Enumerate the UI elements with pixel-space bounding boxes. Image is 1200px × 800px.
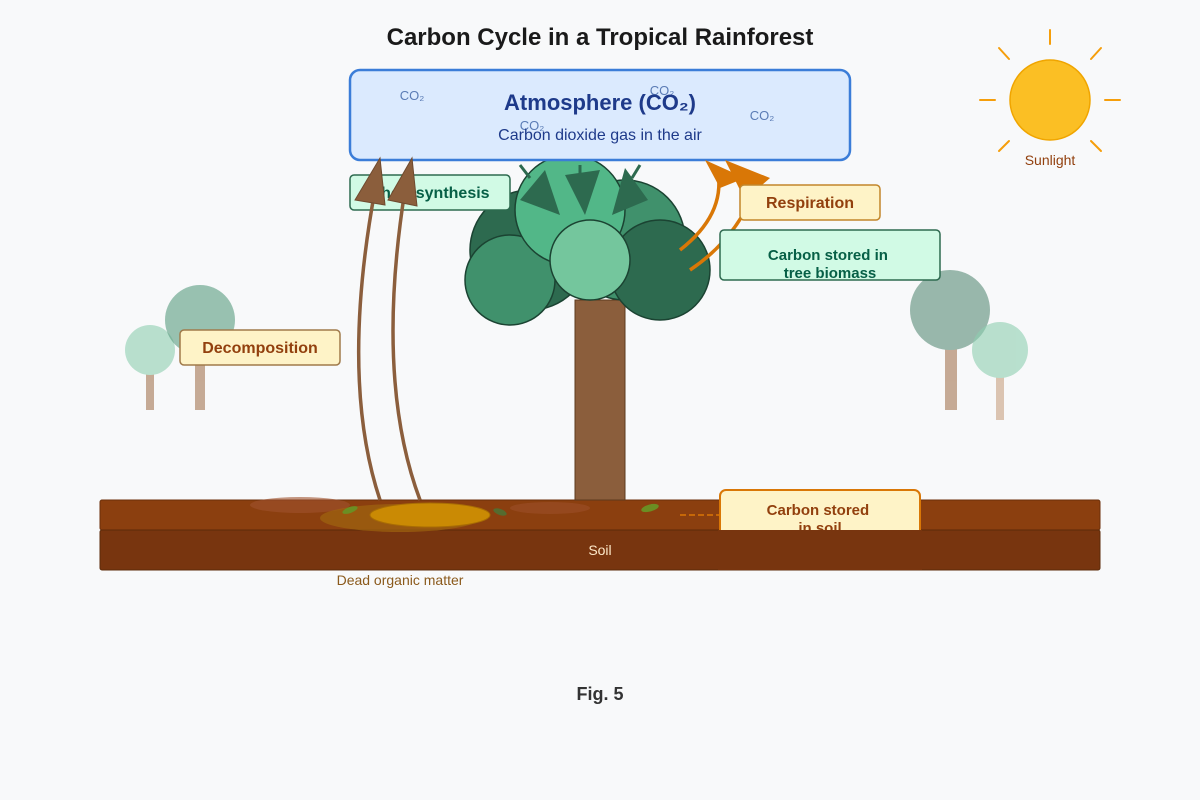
atmosphere-subtitle: Carbon dioxide gas in the air <box>498 127 702 144</box>
background-tree-right-small <box>972 322 1028 420</box>
sun-label: Sunlight <box>1025 152 1076 168</box>
figure-caption: Fig. 5 <box>576 684 623 704</box>
respiration-label: Respiration <box>766 195 854 212</box>
respiration-label-box <box>739 184 881 221</box>
dead-organic-matter <box>320 502 659 532</box>
sun-icon <box>979 29 1121 152</box>
co2-molecule-label: CO₂ <box>400 88 425 103</box>
dead-matter-label: Dead organic matter <box>337 572 464 588</box>
atmosphere-box <box>348 68 852 162</box>
tree-storage-box <box>719 229 941 281</box>
co2-molecule-label: CO₂ <box>750 108 775 123</box>
tree-storage-label: Carbon stored in tree biomass <box>768 247 892 282</box>
background-tree-left-small <box>125 325 175 410</box>
photosynthesis-arrows <box>354 156 422 501</box>
soil-storage-line-1: Carbon stored <box>767 502 870 519</box>
soil-bottom-overlay <box>718 530 922 570</box>
tree-storage-line-1: Carbon stored in <box>768 247 888 264</box>
tree-storage-line-2: tree biomass <box>784 265 877 282</box>
main-tree <box>464 154 711 501</box>
atmosphere-heading: Atmosphere (CO₂) <box>504 90 696 115</box>
diagram-title: Carbon Cycle in a Tropical Rainforest <box>387 24 814 51</box>
decomposition-label-box <box>179 329 341 366</box>
soil-label: Soil <box>588 542 611 558</box>
co2-molecule-label: CO₂ <box>650 83 675 98</box>
photosynthesis-label-box <box>349 174 511 211</box>
co2-molecule-label: CO₂ <box>520 118 545 133</box>
decomposition-label: Decomposition <box>202 340 318 357</box>
background-tree-right-large <box>910 270 990 410</box>
soil-layer <box>99 497 1101 571</box>
